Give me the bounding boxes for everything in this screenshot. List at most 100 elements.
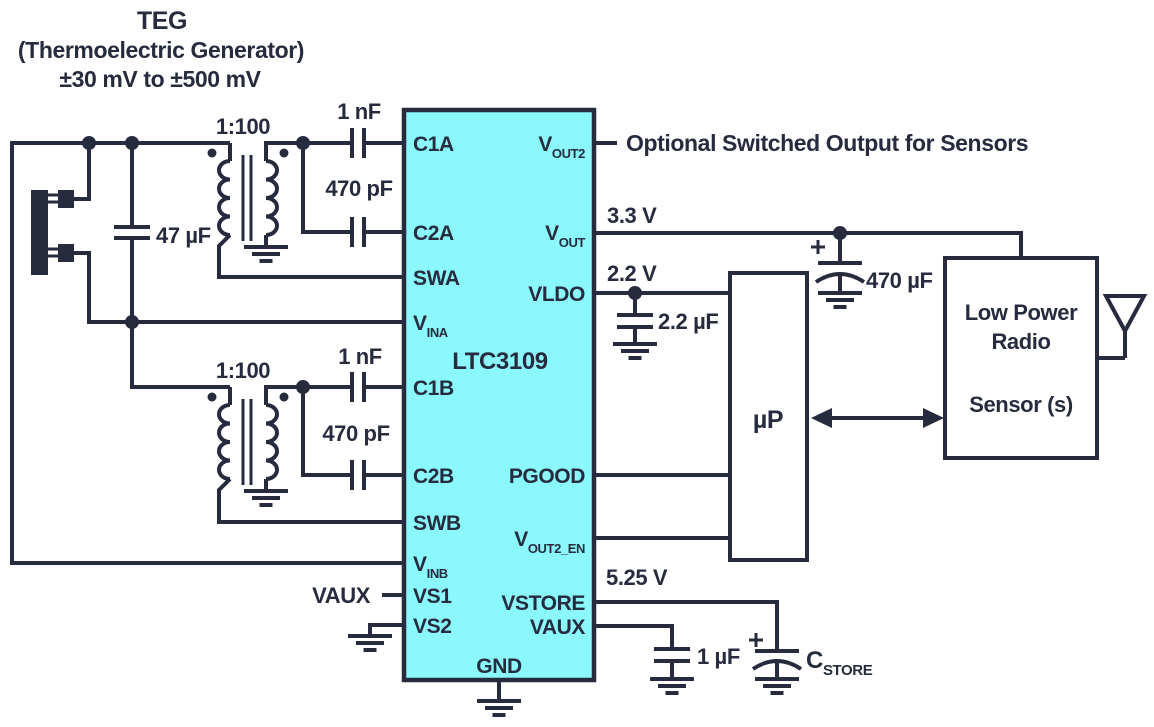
pin-label-gnd: GND <box>476 655 522 678</box>
vout-voltage-label: 3.3 V <box>607 203 657 228</box>
ic-ltc3109: LTC3109 C1A C2A SWA VINA C1B C2B SWB VIN… <box>401 107 597 683</box>
transformer-b-ratio: 1:100 <box>216 358 270 383</box>
ground-store-cap <box>753 677 801 695</box>
store-capacitor: CSTORE <box>749 633 873 695</box>
arrow-head-left <box>811 408 832 428</box>
pin-label-vout2-en: VOUT2_EN <box>514 528 585 556</box>
vout-capacitor: 470 µF <box>811 233 933 309</box>
mcu-body <box>728 271 809 562</box>
c1a-cap-plates <box>350 128 366 158</box>
pin-label-swa: SWA <box>413 267 460 290</box>
c1b-cap-value: 1 nF <box>338 344 382 369</box>
teg-lower-terminal <box>58 244 74 262</box>
c2b-cap-value: 470 pF <box>322 421 389 446</box>
wire-vout <box>594 231 1023 258</box>
ic-name: LTC3109 <box>452 348 548 375</box>
teg-junction-lines <box>48 193 58 258</box>
vaux-rail: 1 µF <box>594 624 740 695</box>
pin-label-vldo: VLDO <box>528 283 585 306</box>
transformer-b-phase-dot-right <box>279 392 289 402</box>
wire-teg-upper <box>74 143 91 201</box>
pin-label-vstore: VSTORE <box>501 592 585 615</box>
pin-label-c2a: C2A <box>413 222 454 245</box>
transformer-a-secondary-winding <box>265 159 279 237</box>
pin-label-vout: VOUT <box>545 222 585 250</box>
teg-body-bar <box>31 190 48 275</box>
pin-label-pgood: PGOOD <box>509 465 585 488</box>
coupling-caps-b: 1 nF 470 pF <box>301 344 404 490</box>
pin-label-c2b: C2B <box>413 465 454 488</box>
mcu-label: µP <box>753 406 783 434</box>
teg-symbol <box>31 190 74 275</box>
junction-dot <box>296 136 310 150</box>
input-capacitor: 47 µF <box>114 223 211 248</box>
junction-dot <box>125 315 139 329</box>
wire-vs2-ground <box>368 623 404 634</box>
ground-vaux-cap <box>648 677 696 695</box>
wire-teg-lower <box>74 251 132 324</box>
radio-label-line3: Sensor (s) <box>969 392 1073 417</box>
c2b-cap-plates <box>350 460 366 490</box>
radio-label-line2: Radio <box>991 329 1050 354</box>
vldo-rail: 2.2 V 2.2 µF <box>594 261 730 360</box>
vldo-cap-value: 2.2 µF <box>658 309 718 334</box>
ground-transformer-a <box>242 245 290 263</box>
wire-transformer-a-secondary-top <box>264 141 352 161</box>
radio-block: Low Power Radio Sensor (s) <box>943 256 1148 460</box>
vldo-capacitor: 2.2 µF <box>611 293 719 360</box>
ground-ic <box>475 699 523 717</box>
transformer-a-primary-winding <box>217 159 231 237</box>
c1a-cap-value: 1 nF <box>337 99 381 124</box>
teg-title: TEG <box>137 7 187 35</box>
radio-label-line1: Low Power <box>965 300 1078 325</box>
c1b-cap-plates <box>350 372 366 402</box>
vout2-note: Optional Switched Output for Sensors <box>626 130 1028 156</box>
pin-label-c1b: C1B <box>413 377 454 400</box>
teg-upper-terminal <box>58 190 74 208</box>
pin-label-swb: SWB <box>413 512 461 535</box>
transformer-b: 1:100 <box>207 358 404 524</box>
ground-vs2 <box>346 634 394 652</box>
wire-vstore <box>594 600 779 651</box>
plus-sign <box>749 633 763 647</box>
ic-body <box>401 107 597 683</box>
transformer-a-core <box>241 155 253 241</box>
vout2-rail: Optional Switched Output for Sensors <box>594 130 1029 156</box>
pin-label-vina: VINA <box>413 312 449 340</box>
store-cap-value: CSTORE <box>806 647 873 679</box>
input-cap-plates <box>114 225 150 240</box>
radio-body <box>943 256 1099 460</box>
wire-swb <box>217 477 404 524</box>
antenna-icon <box>1097 294 1148 360</box>
wire-vaux <box>594 624 674 649</box>
vaux-cap-plates <box>654 647 690 663</box>
ground-transformer-b <box>242 489 290 507</box>
pin-label-vaux: VAUX <box>530 616 586 639</box>
junction-dot <box>296 380 310 394</box>
wire-transformer-b-feed <box>130 322 230 389</box>
input-cap-value: 47 µF <box>156 223 211 248</box>
pin-label-vout2: VOUT2 <box>538 133 585 161</box>
vout-cap-value: 470 µF <box>866 268 933 293</box>
vstore-rail: 5.25 V CSTORE <box>594 565 873 695</box>
wire-c2a-branch <box>301 143 352 234</box>
wire-swa <box>217 233 404 279</box>
wire-c2b-branch <box>301 387 352 477</box>
teg-label-block: TEG (Thermoelectric Generator) ±30 mV to… <box>18 7 305 92</box>
arrow-head-right <box>923 408 944 428</box>
vldo-cap-plates <box>617 313 653 329</box>
vaux-cap-value: 1 µF <box>697 644 740 669</box>
plus-sign <box>811 240 825 254</box>
pin-label-vs2: VS2 <box>413 615 452 638</box>
vldo-voltage-label: 2.2 V <box>607 261 657 286</box>
wire-transformer-b-secondary-top <box>264 385 352 405</box>
antenna-stalk <box>1097 331 1127 360</box>
transformer-b-phase-dot-left <box>207 392 217 402</box>
vstore-voltage-label: 5.25 V <box>606 565 668 590</box>
transformer-a-phase-dot-left <box>207 148 217 158</box>
vs1-source-label: VAUX <box>312 583 371 608</box>
c2a-cap-plates <box>350 217 366 247</box>
junction-dot <box>82 136 96 150</box>
junction-dot <box>125 136 139 150</box>
